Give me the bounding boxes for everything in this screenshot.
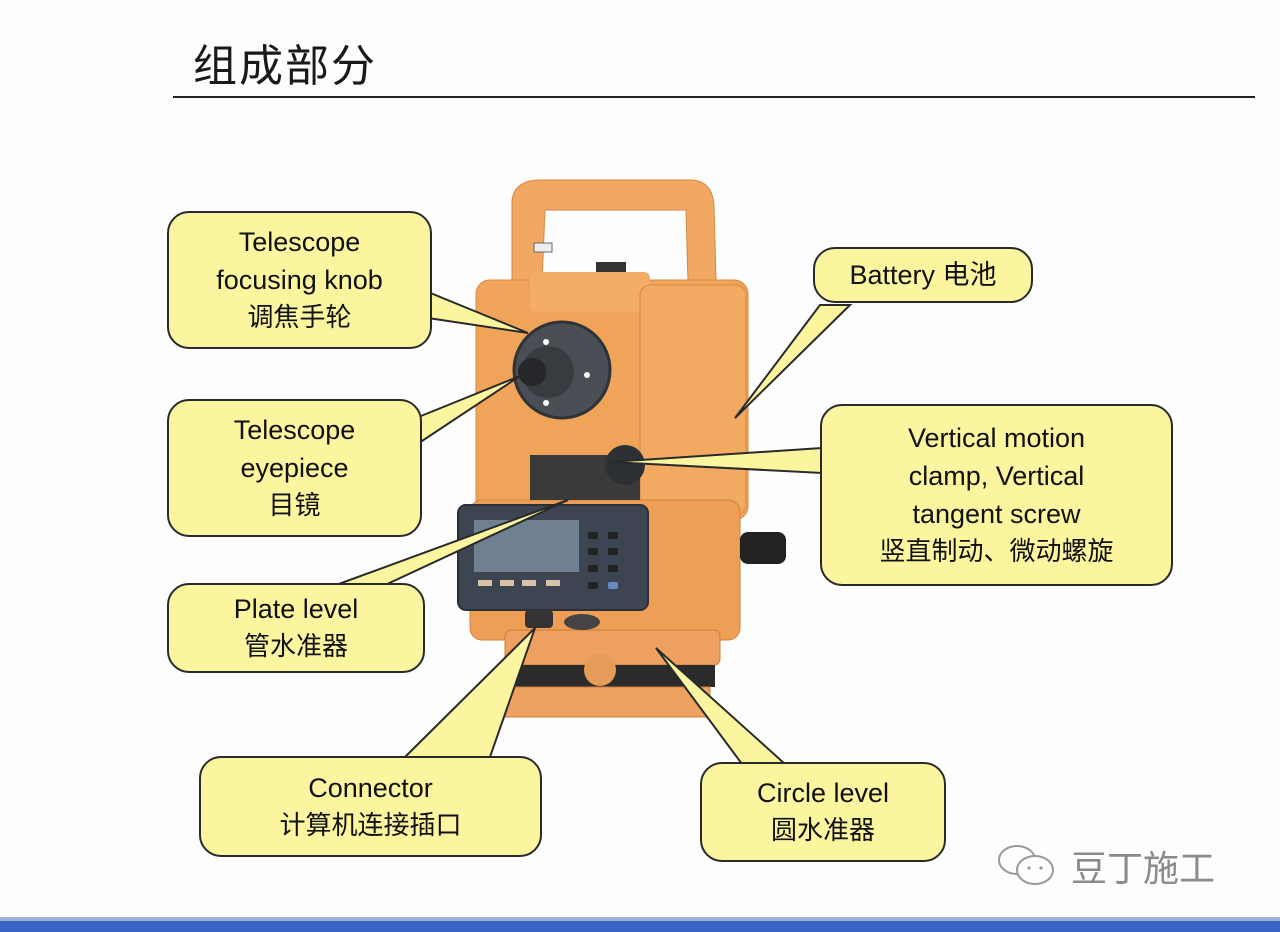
callout-label-en: Connector (308, 772, 433, 803)
slide-title: 组成部分 (193, 41, 377, 92)
callout-label-en: Battery 电池 (849, 260, 997, 290)
callout-battery: Battery 电池 (813, 247, 1033, 303)
wechat-icon (998, 845, 1054, 885)
callout-label-en: focusing knob (216, 265, 383, 295)
instrument-handle (511, 179, 717, 283)
callout-label-cn: 圆水准器 (770, 816, 875, 846)
callout-label-cn: 目镜 (268, 491, 321, 521)
callout-label-en: eyepiece (240, 453, 349, 483)
title-divider (173, 96, 1255, 98)
callout-pointers (335, 290, 853, 765)
footer-bar (0, 921, 1280, 932)
callout-telescope-focusing-knob: Telescope focusing knob 调焦手轮 (167, 211, 432, 349)
callout-label-en: tangent screw (912, 499, 1081, 529)
connector-port (525, 610, 553, 628)
callout-vertical-motion-clamp: Vertical motion clamp, Vertical tangent … (820, 404, 1173, 586)
callout-label-cn: 调焦手轮 (247, 303, 352, 333)
callout-label-en: Vertical motion (907, 423, 1086, 453)
callout-label-en: Telescope (238, 227, 361, 257)
plate-level-vial (564, 614, 600, 630)
callout-connector: Connector 计算机连接插口 (199, 756, 542, 857)
watermark: 豆丁施工 (995, 840, 1215, 892)
callout-label-en: clamp, Vertical (908, 461, 1085, 491)
display-keypad (457, 504, 649, 611)
callout-circle-level: Circle level 圆水准器 (700, 762, 946, 862)
callout-label-en: Plate level (233, 594, 359, 624)
vertical-clamp-knob (605, 445, 645, 485)
callout-label-cn: 竖直制动、微动螺旋 (879, 537, 1114, 567)
callout-telescope-eyepiece: Telescope eyepiece 目镜 (167, 399, 422, 537)
watermark-text: 豆丁施工 (1071, 849, 1216, 890)
callout-plate-level: Plate level 管水准器 (167, 583, 425, 673)
callout-label-en: Circle level (756, 778, 890, 808)
telescope-assembly (512, 320, 612, 420)
callout-label-cn: 计算机连接插口 (279, 810, 462, 841)
callout-label-en: Telescope (233, 415, 356, 445)
callout-label-cn: 管水准器 (243, 632, 348, 662)
footer-bar-light (0, 917, 1280, 921)
